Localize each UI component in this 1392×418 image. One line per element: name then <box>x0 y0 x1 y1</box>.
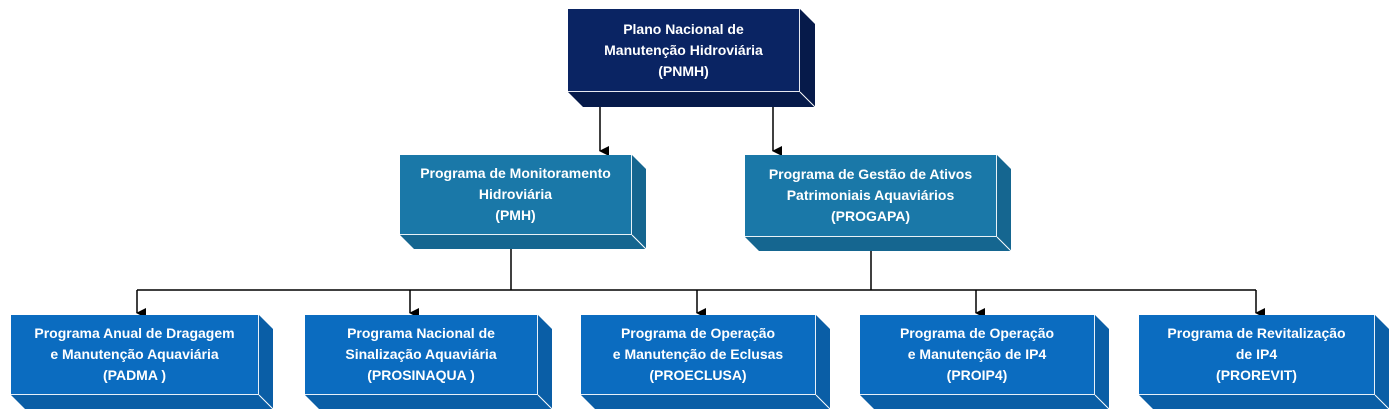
box-side-face <box>997 155 1011 251</box>
box-bottom-face <box>305 395 552 409</box>
node-face: Programa de Revitalização de IP4 (PROREV… <box>1139 315 1375 395</box>
node-label-padma: Programa Anual de Dragagem e Manutenção … <box>34 325 235 383</box>
box-extrusion <box>568 9 816 108</box>
box-edge-highlight <box>1374 394 1390 410</box>
box-side-face <box>538 315 552 409</box>
box-extrusion <box>1139 315 1390 410</box>
box-side-face <box>632 155 646 249</box>
node-label-proip4: Programa de Operação e Manutenção de IP4… <box>899 325 1055 383</box>
node-face: Programa de Gestão de Ativos Patrimoniai… <box>745 155 997 237</box>
box-edge-highlight <box>996 236 1012 252</box>
box-bottom-face <box>11 395 273 409</box>
node-label-prosinaqua: Programa Nacional de Sinalização Aquaviá… <box>345 325 497 383</box>
node-face: Programa Anual de Dragagem e Manutenção … <box>11 315 259 395</box>
box-side-face <box>800 9 815 107</box>
box-extrusion <box>11 315 274 410</box>
node-label-pnmh: Plano Nacional de Manutenção Hidroviária… <box>604 20 763 79</box>
box-bottom-face <box>400 235 646 249</box>
box-edge-highlight <box>1094 394 1110 410</box>
box-side-face <box>1375 315 1389 409</box>
node-face: Programa Nacional de Sinalização Aquaviá… <box>305 315 538 395</box>
box-extrusion <box>860 315 1110 410</box>
box-bottom-face <box>568 92 815 107</box>
box-bottom-face <box>581 395 830 409</box>
node-label-pmh: Programa de Monitoramento Hidroviária (P… <box>420 165 611 223</box>
node-face: Programa de Monitoramento Hidroviária (P… <box>400 155 632 235</box>
box-edge-highlight <box>537 394 553 410</box>
box-side-face <box>816 315 830 409</box>
box-extrusion <box>581 315 831 410</box>
box-edge-highlight <box>799 91 816 108</box>
box-bottom-face <box>745 237 1011 251</box>
node-face: Plano Nacional de Manutenção Hidroviária… <box>568 9 800 92</box>
box-side-face <box>1095 315 1109 409</box>
node-label-progapa: Programa de Gestão de Ativos Patrimoniai… <box>768 166 973 224</box>
box-side-face <box>259 315 273 409</box>
node-face: Programa de Operação e Manutenção de Ecl… <box>581 315 816 395</box>
box-bottom-face <box>1139 395 1389 409</box>
node-face: Programa de Operação e Manutenção de IP4… <box>860 315 1095 395</box>
box-edge-highlight <box>815 394 831 410</box>
box-edge-highlight <box>631 234 647 250</box>
box-extrusion <box>745 155 1012 252</box>
box-bottom-face <box>860 395 1109 409</box>
box-edge-highlight <box>258 394 274 410</box>
node-label-proeclusa: Programa de Operação e Manutenção de Ecl… <box>612 325 784 383</box>
node-label-prorevit: Programa de Revitalização de IP4 (PROREV… <box>1167 325 1346 383</box>
box-extrusion <box>305 315 553 410</box>
box-extrusion <box>400 155 647 250</box>
